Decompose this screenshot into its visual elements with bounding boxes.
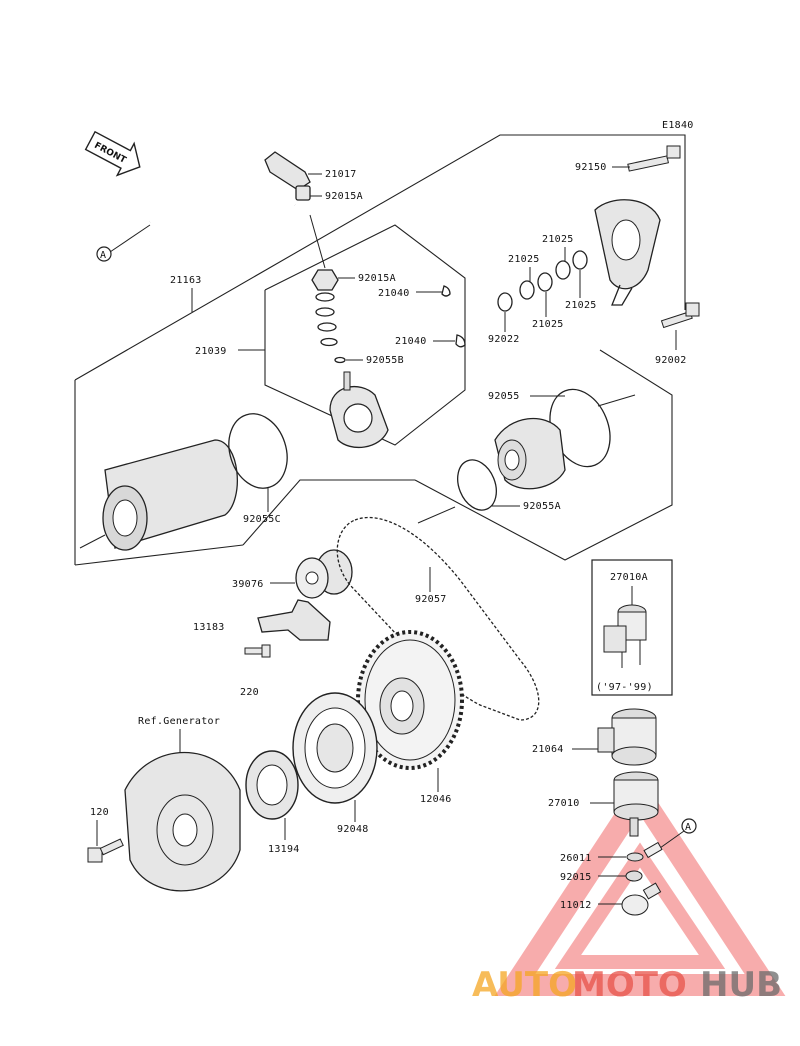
- front-arrow-icon: FRONT: [84, 130, 141, 177]
- label-13194: 13194: [268, 844, 300, 855]
- label-21025-a: 21025: [542, 234, 574, 245]
- label-92015: 92015: [560, 872, 592, 883]
- bolt-92150-icon: [627, 145, 681, 172]
- plunger-27010-icon: [613, 771, 659, 837]
- label-21039: 21039: [195, 346, 227, 357]
- gear-12046-icon: [356, 630, 464, 770]
- inset-years: ('97-'99): [596, 682, 653, 693]
- watermark-logo-triangle: [494, 774, 786, 996]
- o-ring-92055c-icon: [228, 413, 288, 489]
- label-92002: 92002: [655, 355, 687, 366]
- label-21025-c: 21025: [565, 300, 597, 311]
- watermark-auto: AUTO: [472, 965, 577, 1005]
- end-cover-icon: [594, 199, 661, 306]
- label-92015a-top: 92015A: [325, 191, 363, 202]
- bearing-13194-icon: [245, 750, 299, 820]
- nut-washer-stack-icon: [309, 214, 346, 364]
- watermark-moto: MOTO: [572, 965, 687, 1005]
- chain-92057-icon: [336, 516, 540, 721]
- starter-cable: A: [96, 189, 297, 262]
- diagram-code: E1840: [662, 120, 694, 131]
- brush-plate-icon: [329, 371, 389, 449]
- label-92057: 92057: [415, 594, 447, 605]
- label-92015a-mid: 92015A: [358, 273, 396, 284]
- front-housing-icon: [494, 417, 566, 490]
- bracket-13183-icon: [244, 599, 331, 658]
- relay-27010a-icon: [603, 604, 647, 668]
- label-120: 120: [90, 807, 109, 818]
- label-27010a: 27010A: [610, 572, 648, 583]
- watermark-logo-text: AUTO MOTO HUB: [472, 965, 782, 1005]
- o-ring-92055a-icon: [457, 459, 497, 511]
- ref-generator-label: Ref.Generator: [138, 716, 220, 727]
- washer-92015-icon: [625, 870, 643, 882]
- generator-rotor-icon: [124, 751, 241, 892]
- sprocket-39076-icon: [295, 549, 353, 599]
- label-12046: 12046: [420, 794, 452, 805]
- starter-motor-icon: [79, 439, 238, 551]
- label-26011: 26011: [560, 853, 592, 864]
- washer-set-icon: [497, 250, 588, 312]
- terminal-26011-icon: [626, 841, 663, 862]
- label-13183: 13183: [193, 622, 225, 633]
- label-11012: 11012: [560, 900, 592, 911]
- label-21163: 21163: [170, 275, 202, 286]
- note-220: 220: [240, 687, 259, 698]
- label-92150: 92150: [575, 162, 607, 173]
- bolt-120-icon: [87, 838, 124, 863]
- label-92055: 92055: [488, 391, 520, 402]
- label-21040-a: 21040: [378, 288, 410, 299]
- marker-a-left: A: [100, 250, 106, 261]
- label-21064: 21064: [532, 744, 564, 755]
- cap-11012-icon: [621, 882, 662, 916]
- label-21025-b: 21025: [508, 254, 540, 265]
- label-92055c: 92055C: [243, 514, 281, 525]
- coil-21064-icon: [597, 708, 657, 766]
- label-21017: 21017: [325, 169, 357, 180]
- label-39076: 39076: [232, 579, 264, 590]
- label-27010: 27010: [548, 798, 580, 809]
- label-92055b: 92055B: [366, 355, 404, 366]
- label-92048: 92048: [337, 824, 369, 835]
- label-21040-b: 21040: [395, 336, 427, 347]
- label-21025-d: 21025: [532, 319, 564, 330]
- marker-a-right: A: [685, 822, 691, 833]
- watermark-hub: HUB: [700, 965, 782, 1005]
- clutch-92048-icon: [292, 692, 378, 804]
- assembly-frame: [74, 134, 686, 566]
- label-92022: 92022: [488, 334, 520, 345]
- bolt-92002-icon: [660, 302, 700, 329]
- marker-a-right-circle: [681, 818, 697, 834]
- marker-a-circle: [96, 246, 112, 262]
- terminal-cap-icon: [264, 151, 311, 201]
- label-92055a: 92055A: [523, 501, 561, 512]
